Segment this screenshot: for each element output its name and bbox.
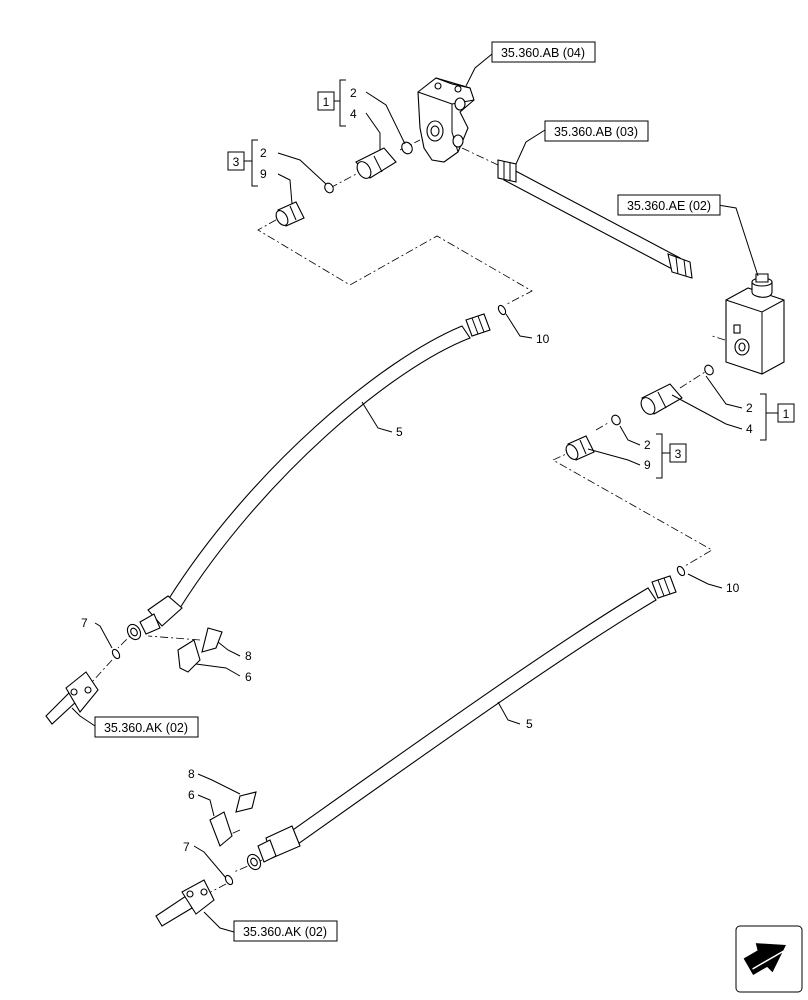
kit-3-left: 3 (227, 139, 258, 187)
ref-ak02-upper-label: 35.360.AK (02) (104, 721, 188, 735)
callout-2: 2 (644, 438, 651, 452)
tube-part (497, 159, 693, 279)
leader-lines (71, 53, 759, 933)
ref-box-ab04[interactable]: 35.360.AB (04) (491, 41, 596, 63)
callout-4: 4 (746, 422, 753, 436)
callout-8: 8 (188, 767, 195, 781)
ref-ak02-lower-label: 35.360.AK (02) (243, 925, 327, 939)
callout-7: 7 (81, 616, 88, 630)
callouts: 2 4 2 9 10 5 7 8 6 2 4 2 9 10 5 8 6 7 (81, 86, 753, 854)
ref-box-ak02-lower[interactable]: 35.360.AK (02) (233, 920, 338, 942)
callout-9: 9 (644, 458, 651, 472)
callout-10: 10 (726, 581, 740, 595)
kit-1-left-label: 1 (323, 95, 330, 109)
fittings-left (275, 141, 413, 227)
callout-4: 4 (350, 107, 357, 121)
callout-10: 10 (536, 332, 550, 346)
fittings-right (565, 364, 714, 461)
flange-lower-part (155, 879, 215, 927)
hose-lower-part (209, 565, 686, 886)
callout-6: 6 (188, 788, 195, 802)
ref-ae02-label: 35.360.AE (02) (627, 199, 711, 213)
kit-1-right: 1 (760, 393, 795, 441)
ref-ab03-label: 35.360.AB (03) (554, 125, 638, 139)
callout-2: 2 (260, 146, 267, 160)
kit-3-right-label: 3 (675, 447, 682, 461)
callout-5: 5 (526, 717, 533, 731)
callout-6: 6 (245, 670, 252, 684)
ref-box-ab03[interactable]: 35.360.AB (03) (544, 120, 649, 142)
kit-3-left-label: 3 (233, 155, 240, 169)
ref-ab04-label: 35.360.AB (04) (501, 46, 585, 60)
callout-2: 2 (350, 86, 357, 100)
manifold-block-part (725, 273, 785, 375)
assembly-lines (91, 139, 726, 896)
callout-7: 7 (183, 840, 190, 854)
kit-3-right: 3 (656, 433, 687, 479)
ref-box-ae02[interactable]: 35.360.AE (02) (617, 194, 721, 216)
hose-upper-part (111, 304, 507, 673)
kit-1-left: 1 (317, 79, 346, 127)
kit-1-right-label: 1 (783, 407, 790, 421)
callout-8: 8 (245, 649, 252, 663)
callout-9: 9 (260, 167, 267, 181)
ref-box-ak02-upper[interactable]: 35.360.AK (02) (94, 716, 199, 738)
callout-5: 5 (396, 425, 403, 439)
flange-upper-part (45, 671, 99, 725)
arrow-navigation-icon[interactable] (735, 925, 803, 993)
valve-section-part (417, 77, 475, 163)
callout-2: 2 (746, 401, 753, 415)
